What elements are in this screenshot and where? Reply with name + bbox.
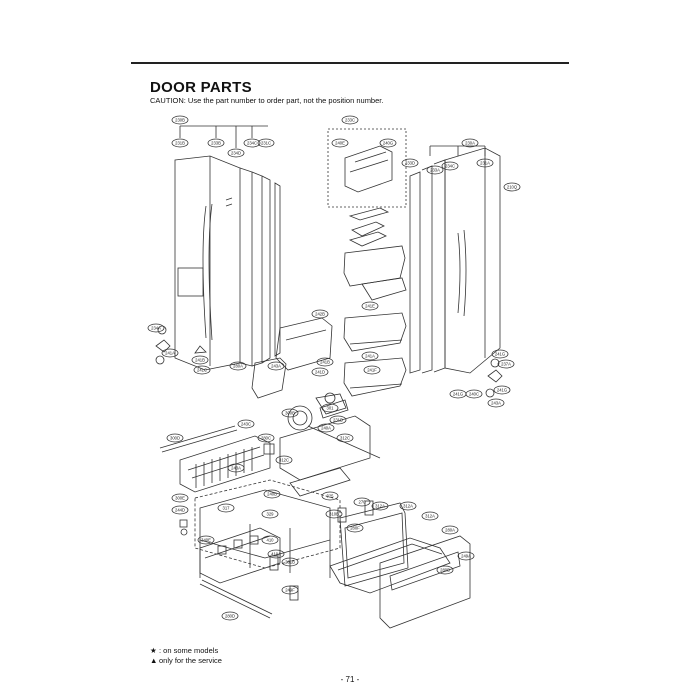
part-callout-label: 233B: [211, 141, 221, 146]
part-callout-label: 280A: [445, 528, 455, 533]
part-callout-label: 280C: [261, 436, 271, 441]
part-callout-label: 241G: [497, 388, 507, 393]
part-callout-label: 234A: [151, 326, 161, 331]
part-callout-label: 243C: [241, 422, 251, 427]
part-callout-label: 340E: [201, 538, 211, 543]
part-callout-label: 241G: [495, 352, 505, 357]
right-door-bins: [343, 207, 407, 397]
part-callout-label: 243A: [231, 466, 241, 471]
part-callout-label: 249F: [285, 588, 295, 593]
part-callout-label: 234D: [231, 151, 241, 156]
top-rule: [131, 62, 569, 64]
triangle-icon: ▲: [150, 656, 158, 665]
part-callout-label: 310B: [329, 512, 339, 517]
part-callout-label: 242B: [315, 312, 325, 317]
part-callout-label: 240B: [267, 492, 277, 497]
part-callout-label: 230B: [175, 118, 185, 123]
legend-item-some-models: ★: on some models: [150, 646, 218, 655]
left-hinge-parts: [155, 325, 207, 365]
bin-box-outline: [327, 128, 407, 208]
part-callout-label: 241C: [197, 368, 207, 373]
part-callout-label: 231D: [333, 418, 343, 423]
part-callout-label: 241E: [365, 304, 375, 309]
part-callout-label: 249A: [461, 554, 471, 559]
part-callout-label: 237A: [501, 362, 511, 367]
part-callout-label: 325: [327, 494, 335, 499]
part-callout-label: 231B: [175, 141, 185, 146]
part-callout-label: 241D: [315, 370, 325, 375]
part-callout-label: 312A: [375, 504, 385, 509]
part-callout-label: 231C: [261, 141, 271, 146]
part-callout-label: 240C: [469, 392, 479, 397]
part-callout-label: 241A: [165, 351, 175, 356]
part-callout-label: 300E: [175, 496, 185, 501]
part-callout-label: 244D: [175, 508, 185, 513]
part-callout-label: 312A: [403, 504, 413, 509]
part-callout-label: 241B: [320, 360, 330, 365]
part-callout-label: 210Q: [507, 185, 518, 190]
page-number: - 71 -: [340, 675, 360, 684]
ice-bin-parts: [251, 317, 347, 431]
part-callout-label: 240G: [383, 141, 393, 146]
part-callout-label: 241F: [367, 368, 377, 373]
part-callout-label: 234C: [445, 164, 455, 169]
part-callout-label: 281B: [285, 560, 295, 565]
part-callout-label: 280A: [233, 364, 243, 369]
freezer-door-assembly: [329, 500, 471, 629]
part-callout-label: 230A: [465, 141, 475, 146]
part-callout-label: 234C: [247, 141, 257, 146]
left-door-assembly: [174, 125, 281, 371]
part-callout-label: 240E: [335, 141, 345, 146]
part-callout-label: 243A: [271, 364, 281, 369]
part-callout-label: 270: [359, 500, 367, 505]
part-callout-label: 241B: [195, 358, 205, 363]
drawer-frame: [179, 479, 341, 578]
part-callout-label: 300D: [170, 436, 180, 441]
part-callout-label: 301: [327, 406, 335, 411]
part-callout-label: 241A: [365, 354, 375, 359]
part-callout-label: 312A: [425, 514, 435, 519]
legend-text: only for the service: [159, 656, 222, 665]
part-callout-label: 280F: [350, 526, 360, 531]
caution-note: CAUTION: Use the part number to order pa…: [150, 96, 384, 105]
part-callout-label: 231A: [480, 161, 490, 166]
part-callout-label: 300B: [285, 411, 295, 416]
part-callout-label: 241G: [453, 392, 463, 397]
part-callout-label: 312C: [340, 436, 350, 441]
lower-rail: [199, 527, 299, 619]
part-callout-label: 317: [223, 506, 231, 511]
part-callout-label: 410: [267, 538, 275, 543]
part-callout-label: 410A: [271, 552, 281, 557]
exploded-parts-diagram: 230B 231B 233B 234D 234C 231C 233C 240E 240G 230A…: [147, 115, 521, 629]
legend-text: : on some models: [159, 646, 219, 655]
part-callout-label: 233D: [405, 161, 415, 166]
part-callout-label: 243A: [491, 401, 501, 406]
part-callout-label: 240A: [321, 426, 331, 431]
drawer-rail-assembly: [159, 399, 381, 497]
part-callout-label: 233A: [430, 168, 440, 173]
callout-bubbles: [147, 115, 521, 621]
part-callout-label: 280D: [225, 614, 235, 619]
right-hinge-parts: [485, 358, 503, 398]
page-title: DOOR PARTS: [150, 79, 252, 96]
star-icon: ★: [150, 646, 157, 655]
part-callout-label: 280B: [440, 568, 450, 573]
part-callout-label: 329: [267, 512, 275, 517]
part-callout-label: 312C: [279, 458, 289, 463]
right-door-assembly: [409, 145, 501, 374]
part-callout-label: 233C: [345, 118, 355, 123]
legend-item-service-only: ▲only for the service: [150, 656, 222, 665]
